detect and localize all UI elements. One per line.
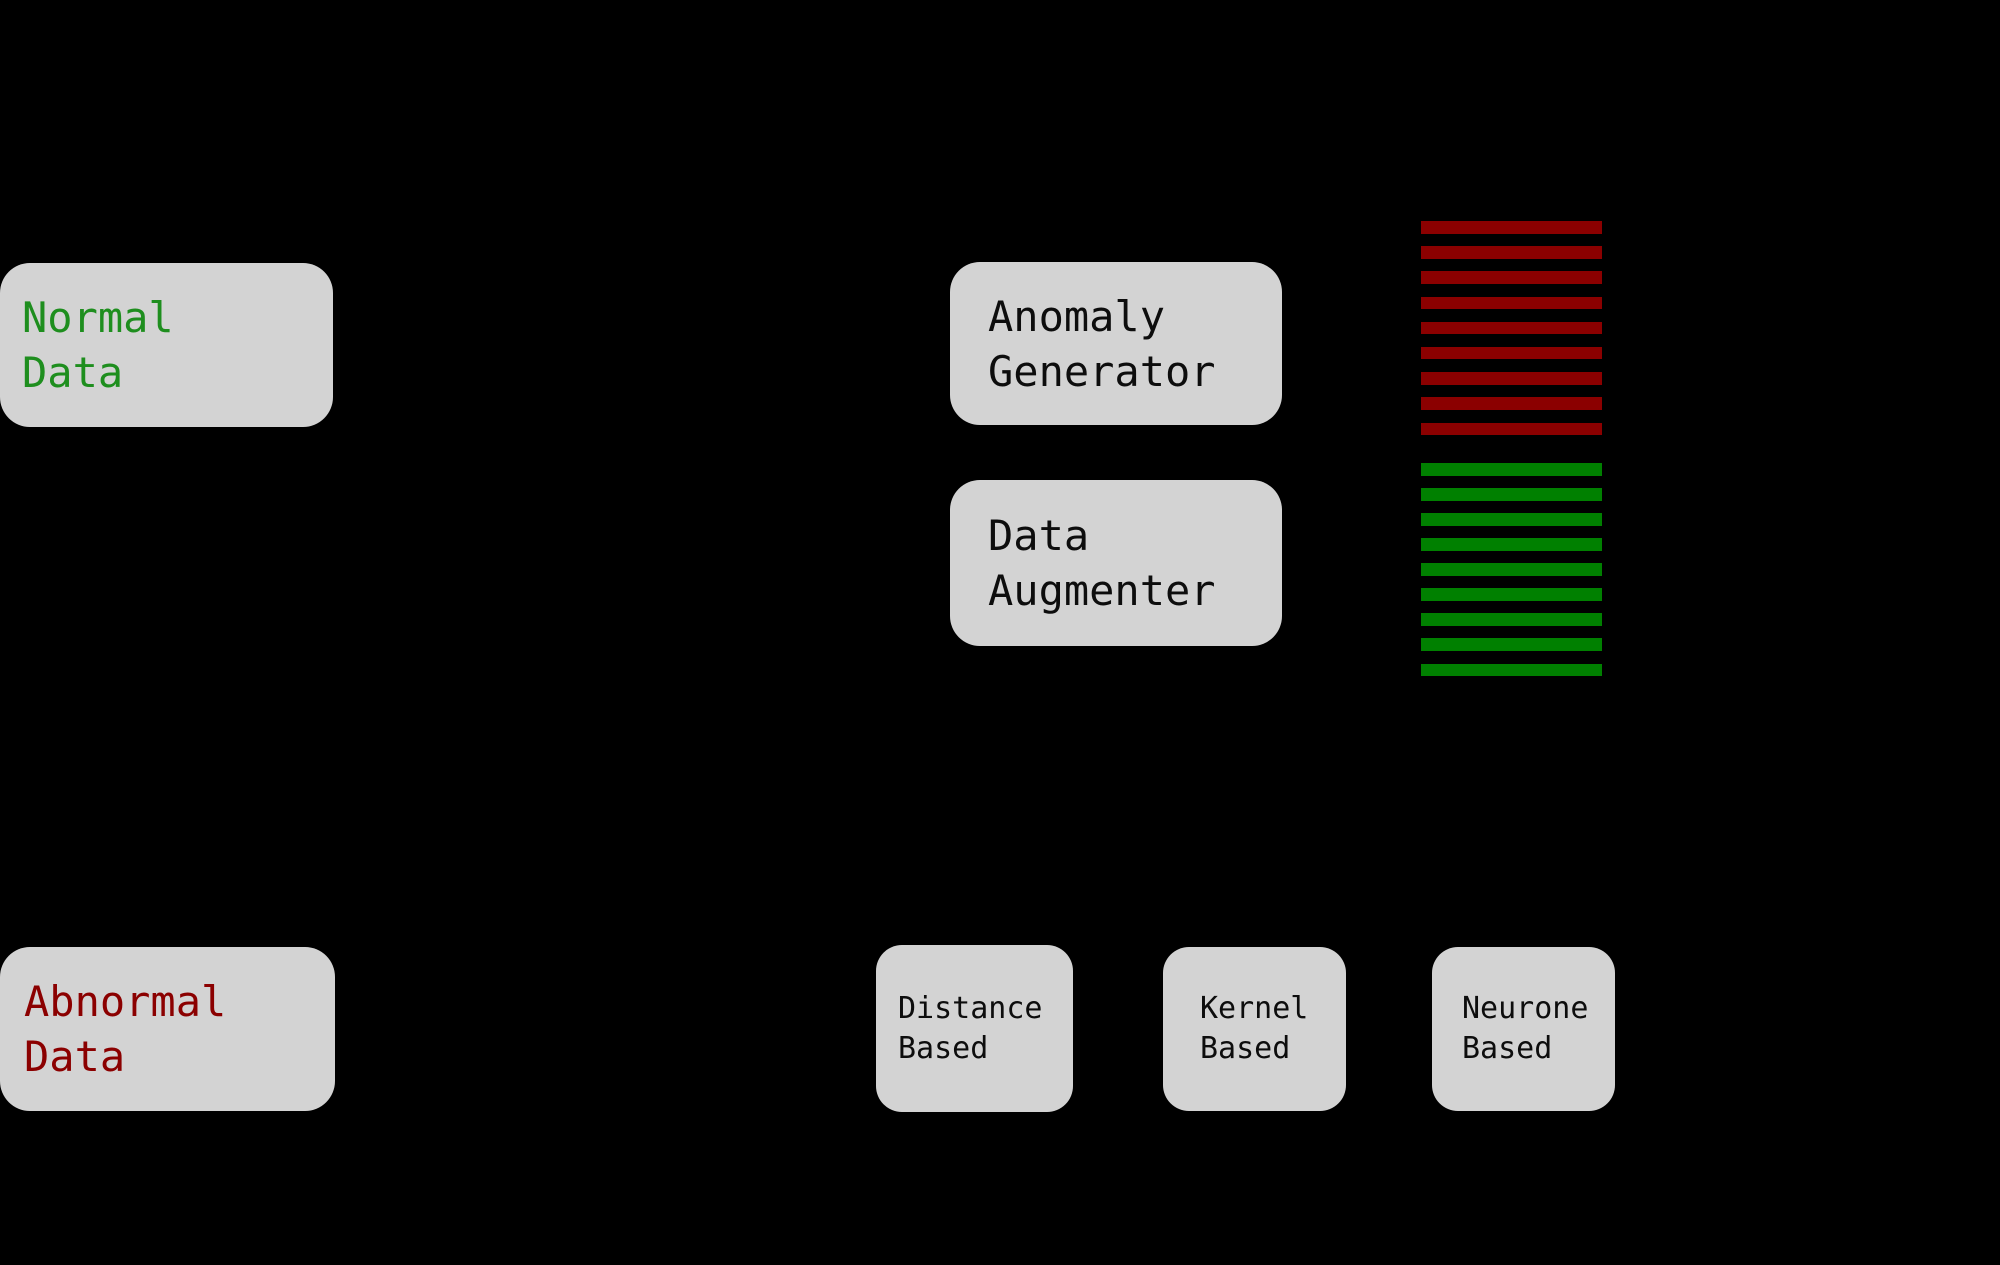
sample-stripe: [1421, 271, 1602, 284]
abnormal-data-label-line2: Data: [24, 1032, 126, 1081]
sample-stripe: [1421, 588, 1602, 601]
sample-stripe: [1421, 488, 1602, 501]
sample-stripe: [1421, 563, 1602, 576]
abnormal-data-label-line1: Abnormal: [24, 977, 227, 1026]
sample-stripe: [1421, 246, 1602, 259]
sample-stripe: [1421, 613, 1602, 626]
normal-samples-stripes: [1421, 463, 1602, 676]
normal-data-label-line1: Normal: [22, 293, 174, 342]
sample-stripe: [1421, 397, 1602, 410]
sample-stripe: [1421, 221, 1602, 234]
distance-based-label-line1: Distance: [898, 990, 1043, 1026]
data-augmenter-box: Data Augmenter: [950, 480, 1282, 646]
neurone-based-label-line2: Based: [1462, 1031, 1553, 1066]
neurone-based-label-line1: Neurone: [1462, 991, 1589, 1026]
distance-based-box: Distance Based: [876, 945, 1073, 1112]
sample-stripe: [1421, 463, 1602, 476]
kernel-based-label-line1: Kernel: [1200, 991, 1309, 1026]
kernel-based-label-line2: Based: [1200, 1031, 1291, 1066]
normal-data-box: Normal Data: [0, 263, 333, 427]
data-augmenter-label-line2: Augmenter: [988, 566, 1216, 615]
normal-data-label-line2: Data: [22, 348, 124, 397]
anomaly-generator-label-line2: Generator: [988, 346, 1216, 396]
sample-stripe: [1421, 513, 1602, 526]
sample-stripe: [1421, 372, 1602, 385]
sample-stripe: [1421, 538, 1602, 551]
sample-stripe: [1421, 321, 1602, 335]
anomalous-samples-stripes: [1421, 221, 1602, 435]
sample-stripe: [1421, 663, 1602, 676]
kernel-based-box: Kernel Based: [1163, 947, 1346, 1111]
anomaly-generator-label-line1: Anomaly: [988, 291, 1166, 341]
anomaly-generator-box: Anomaly Generator: [950, 262, 1282, 425]
sample-stripe: [1421, 422, 1602, 435]
sample-stripe: [1421, 638, 1602, 651]
sample-stripe: [1421, 296, 1602, 310]
data-augmenter-label-line1: Data: [988, 511, 1090, 560]
distance-based-label-line2: Based: [898, 1030, 989, 1066]
abnormal-data-box: Abnormal Data: [0, 947, 335, 1111]
neurone-based-box: Neurone Based: [1432, 947, 1615, 1111]
sample-stripe: [1421, 346, 1602, 360]
